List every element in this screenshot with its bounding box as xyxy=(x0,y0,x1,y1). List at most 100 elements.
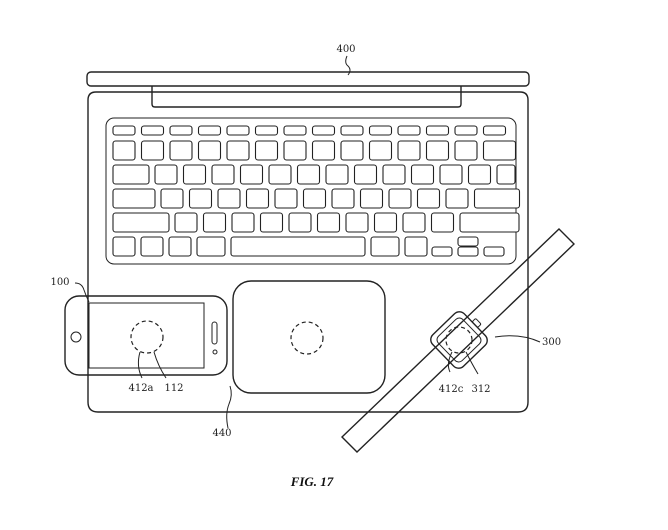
keyboard-key xyxy=(112,236,136,257)
keyboard-key xyxy=(340,125,364,136)
keyboard-key xyxy=(425,125,450,136)
keyboard-key xyxy=(112,164,150,185)
phone-device xyxy=(64,295,228,379)
keyboard-key xyxy=(416,188,441,209)
label-surface: 440 xyxy=(212,428,231,439)
laptop-base xyxy=(87,91,529,413)
keyboard-key xyxy=(296,164,321,185)
keyboard-key xyxy=(226,125,250,136)
keyboard-key xyxy=(457,246,479,257)
keyboard-key xyxy=(112,140,136,161)
keyboard-key xyxy=(483,246,505,257)
keyboard-key xyxy=(388,188,412,209)
keyboard-key xyxy=(430,212,455,233)
keyboard-key xyxy=(459,212,520,233)
phone-charging-coil xyxy=(130,320,164,354)
label-phone-coil-b: 112 xyxy=(164,383,183,394)
keyboard-key xyxy=(454,125,478,136)
keyboard-key xyxy=(397,125,421,136)
trackpad-charging-coil xyxy=(290,321,324,355)
keyboard-key xyxy=(226,140,250,161)
label-watch-coil-d: 312 xyxy=(471,384,490,395)
keyboard-key xyxy=(254,140,279,161)
keyboard-key xyxy=(112,212,170,233)
keyboard-key xyxy=(197,140,222,161)
keyboard-key xyxy=(140,140,165,161)
keyboard-key xyxy=(482,140,517,161)
keyboard-key xyxy=(197,125,222,136)
keyboard-key xyxy=(457,236,479,247)
keyboard-key xyxy=(359,188,384,209)
keyboard-key xyxy=(431,246,453,257)
label-watch-coil-c: 412c xyxy=(439,384,464,395)
keyboard-key xyxy=(445,188,469,209)
keyboard-key xyxy=(268,164,292,185)
keyboard-key xyxy=(302,188,327,209)
keyboard-key xyxy=(274,188,298,209)
keyboard-key xyxy=(259,212,284,233)
keyboard-key xyxy=(188,188,213,209)
keyboard-key xyxy=(168,236,192,257)
keyboard-key xyxy=(245,188,270,209)
label-phone-coil-a: 412a xyxy=(128,383,153,394)
watch-crown xyxy=(472,318,482,328)
keyboard-key xyxy=(160,188,184,209)
keyboard-key xyxy=(454,140,478,161)
keyboard-key xyxy=(325,164,349,185)
keyboard-key xyxy=(316,212,341,233)
keyboard-key xyxy=(202,212,227,233)
keyboard-key xyxy=(254,125,279,136)
keyboard-key xyxy=(345,212,369,233)
phone-speaker xyxy=(211,321,218,345)
keyboard-key xyxy=(211,164,235,185)
watch-charging-coil xyxy=(445,326,473,354)
keyboard-key xyxy=(288,212,312,233)
keyboard-key xyxy=(496,164,516,185)
keyboard-key xyxy=(239,164,264,185)
keyboard-key xyxy=(373,212,398,233)
keyboard-key xyxy=(283,125,307,136)
keyboard-key xyxy=(397,140,421,161)
keyboard-key xyxy=(402,212,426,233)
keyboard-key xyxy=(230,236,366,257)
reference-labels: 400 100 300 440 412a 112 412c 312 xyxy=(50,44,561,439)
label-laptop: 400 xyxy=(336,44,355,55)
keyboard-key xyxy=(196,236,226,257)
keyboard-key xyxy=(439,164,463,185)
keyboard-key xyxy=(368,125,393,136)
leader-lines xyxy=(74,55,541,429)
keyboard-key xyxy=(311,140,336,161)
keyboard-key xyxy=(425,140,450,161)
figure-caption: FIG. 17 xyxy=(290,474,334,489)
smartwatch-device xyxy=(340,228,576,453)
keyboard-key xyxy=(169,140,193,161)
keyboard-key xyxy=(231,212,255,233)
keyboard-key xyxy=(112,188,156,209)
keyboard-key xyxy=(182,164,207,185)
keyboard-key xyxy=(174,212,198,233)
trackpad xyxy=(232,280,386,394)
keyboard-key xyxy=(169,125,193,136)
keyboard-key xyxy=(112,125,136,136)
keyboard-key xyxy=(217,188,241,209)
keyboard-key xyxy=(473,188,521,209)
keyboard-key xyxy=(382,164,406,185)
phone-home-button xyxy=(70,331,82,343)
keyboard-key xyxy=(283,140,307,161)
keyboard xyxy=(105,117,521,265)
keyboard-key xyxy=(368,140,393,161)
keyboard-key xyxy=(482,125,507,136)
label-watch: 300 xyxy=(542,337,561,348)
keyboard-key xyxy=(154,164,178,185)
laptop-lid xyxy=(86,71,530,108)
keyboard-key xyxy=(140,125,165,136)
keyboard-key xyxy=(467,164,492,185)
watch-band xyxy=(340,228,576,453)
keyboard-key xyxy=(311,125,336,136)
keyboard-key xyxy=(410,164,435,185)
keyboard-key xyxy=(370,236,400,257)
keyboard-key xyxy=(340,140,364,161)
keyboard-key xyxy=(353,164,378,185)
keyboard-key xyxy=(140,236,164,257)
